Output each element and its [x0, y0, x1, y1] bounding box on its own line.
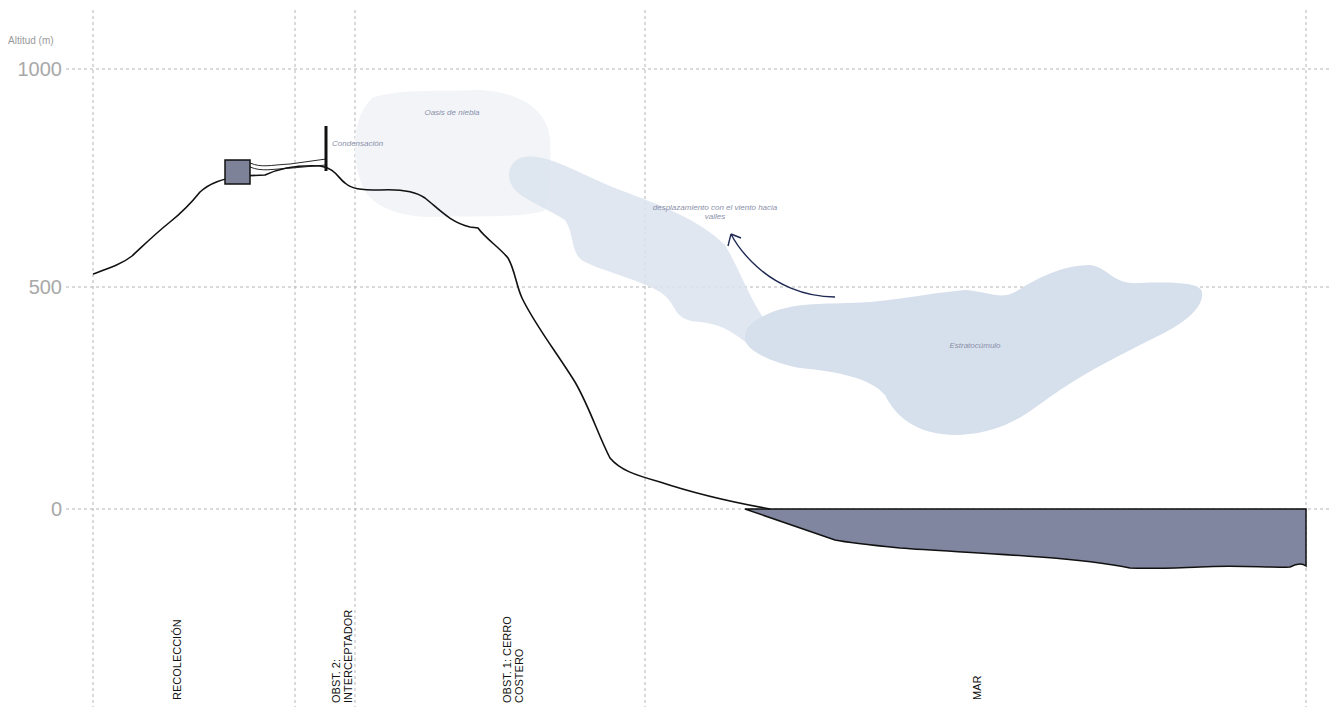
- axis-tick: 1000: [18, 58, 63, 81]
- process-note: Condensación: [332, 139, 383, 148]
- axis-title: Altitud (m): [8, 35, 54, 46]
- cloud-label: Oasis de niebla: [424, 108, 479, 117]
- collection-pipe: [250, 159, 326, 170]
- stratocumulus-cloud: [745, 265, 1202, 435]
- zone-label: MAR: [971, 673, 983, 700]
- collection-tank: [225, 160, 250, 184]
- zone-label: OBST. 1: CERRO COSTERO: [501, 603, 525, 703]
- axis-tick: 500: [29, 276, 62, 299]
- cloud-region: Estratocúmulo: [745, 265, 1202, 435]
- fog-interceptor-mesh: [325, 126, 328, 171]
- axis-tick: 0: [51, 498, 62, 521]
- fog-oasis-cloud: [355, 90, 551, 217]
- sea-body: [745, 509, 1306, 568]
- wind-arrow: [728, 234, 835, 297]
- wind-note: desplazamiento con el viento hacia valle…: [645, 203, 785, 221]
- cloud-region: Oasis de niebla: [355, 90, 550, 218]
- grid-lines: [66, 10, 1329, 707]
- zone-label: OBST. 2: INTERCEPTADOR: [330, 607, 354, 703]
- zone-label: RECOLECCIÓN: [171, 617, 183, 700]
- cloud-label: Estratocúmulo: [949, 341, 1000, 350]
- terrain-profile: [93, 166, 770, 509]
